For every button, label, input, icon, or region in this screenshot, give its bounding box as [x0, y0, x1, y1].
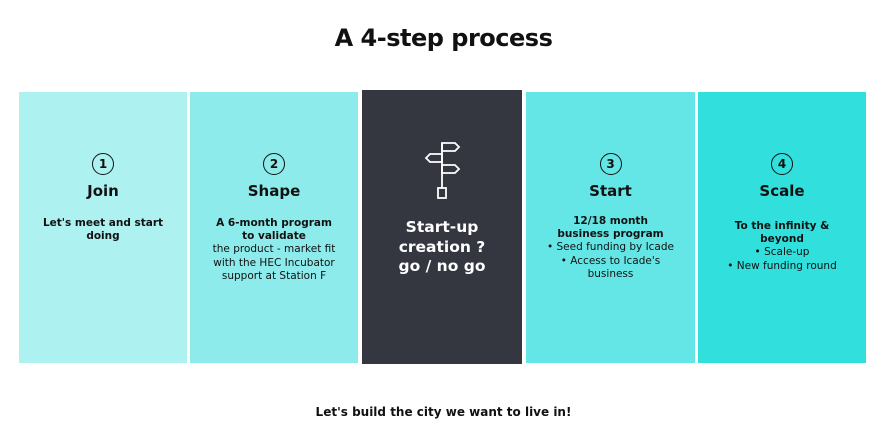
decision-panel: Start-up creation ? go / no go: [362, 90, 522, 364]
step-number-badge: 3: [599, 153, 622, 175]
decision-text-line: go / no go: [398, 257, 486, 275]
page-title: A 4-step process: [334, 24, 553, 52]
signpost-icon: [422, 140, 462, 200]
step-description: A 6-month program to validate the produc…: [190, 217, 358, 283]
step-name: Start: [589, 182, 632, 200]
step-description-bullet: • New funding round: [727, 259, 837, 272]
footer-tagline: Let's build the city we want to live in!: [315, 405, 572, 419]
decision-text-line: creation ?: [398, 237, 486, 256]
step-start-panel: 3 Start 12/18 month business program • S…: [526, 92, 695, 363]
step-shape-panel: 2 Shape A 6-month program to validate th…: [190, 92, 358, 363]
decision-text-line: Start-up: [405, 218, 479, 236]
step-name: Shape: [247, 182, 301, 200]
step-description: To the infinity & beyond • Scale-up • Ne…: [698, 220, 866, 273]
step-number-badge: 2: [263, 153, 285, 175]
step-name: Scale: [759, 182, 805, 200]
step-description-bullet: • Seed funding by Icade: [546, 241, 674, 254]
step-description: Let's meet and start doing: [19, 217, 187, 243]
step-description-bullet: • Scale-up: [754, 246, 810, 259]
step-description: 12/18 month business program • Seed fund…: [526, 215, 695, 281]
step-description-bold: Let's meet and start doing: [42, 217, 164, 243]
step-join-panel: 1 Join Let's meet and start doing: [19, 92, 187, 363]
step-number-badge: 1: [92, 153, 114, 175]
step-number-badge: 4: [771, 153, 793, 175]
decision-text: Start-up creation ? go / no go: [362, 218, 522, 277]
step-description-bold: To the infinity & beyond: [734, 220, 830, 246]
step-description-text: the product - market fit with the HEC In…: [212, 243, 336, 282]
step-name: Join: [87, 182, 119, 200]
step-description-bold: 12/18 month business program: [557, 215, 664, 241]
step-description-bold: A 6-month program to validate: [216, 217, 332, 243]
step-description-bullet: • Access to Icade's business: [560, 254, 661, 280]
step-scale-panel: 4 Scale To the infinity & beyond • Scale…: [698, 92, 866, 363]
